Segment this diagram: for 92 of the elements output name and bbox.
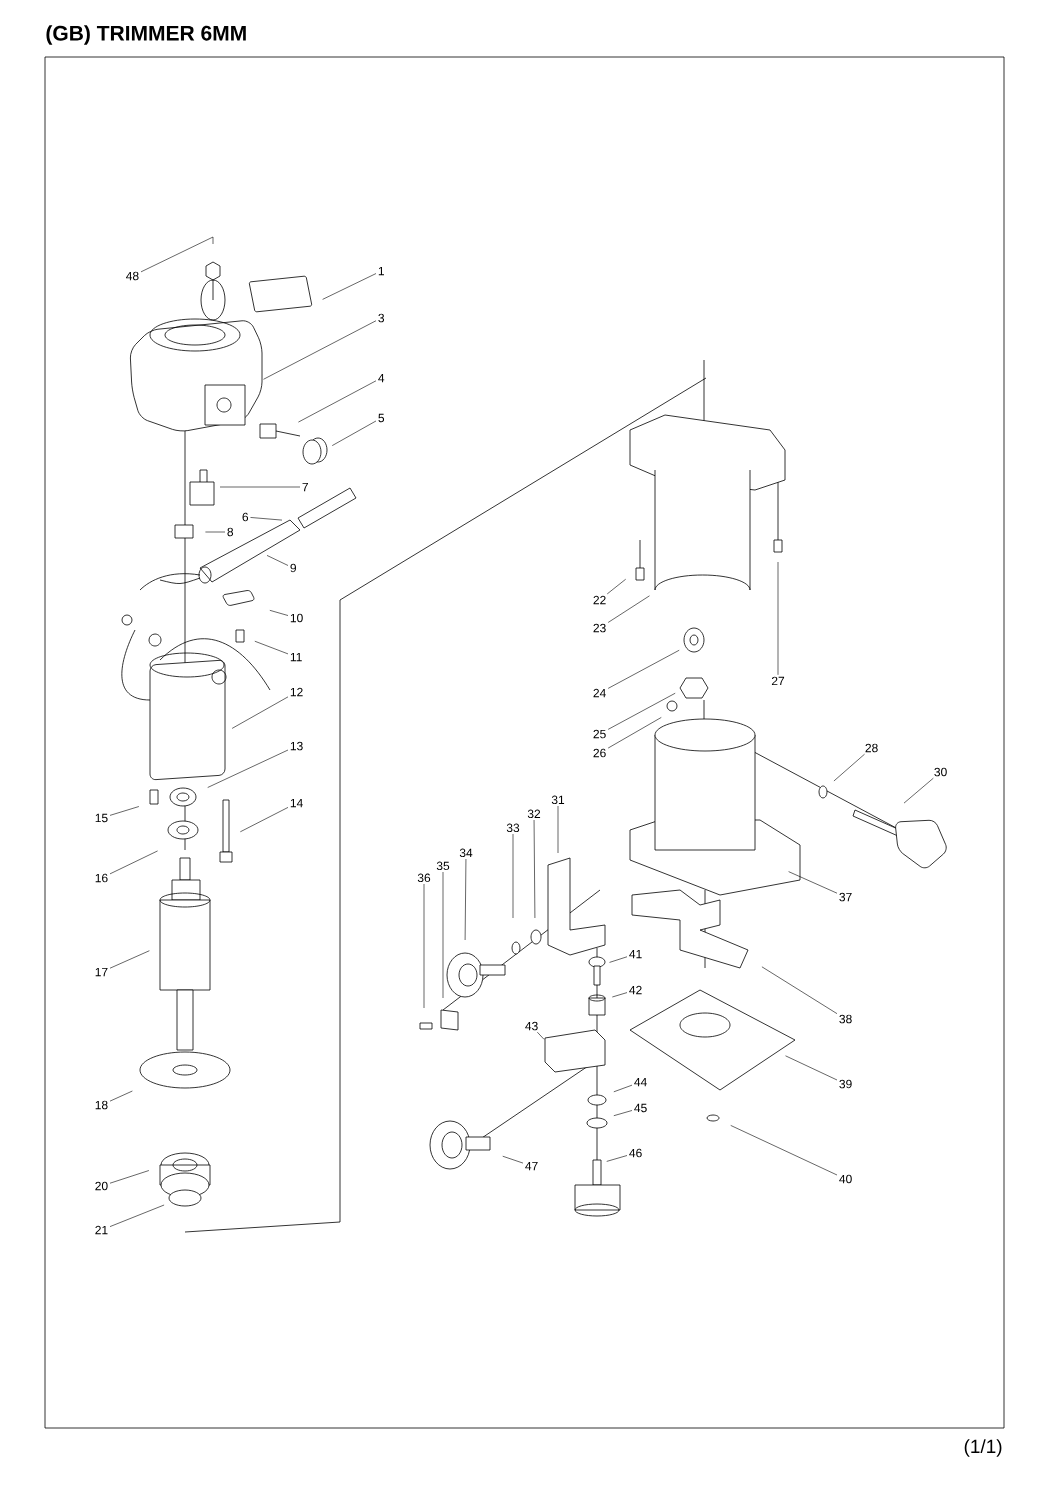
leader-line [331,420,377,446]
callout-number: 47 [525,1161,538,1171]
callout-number: 3 [378,313,385,323]
leader-line [606,578,626,595]
callout-number: 15 [95,813,108,823]
callout-number: 21 [95,1225,108,1235]
callout-number: 30 [934,767,947,777]
leader-line [761,966,838,1014]
callout-number: 40 [839,1174,852,1184]
leader-line [464,858,467,941]
callout-number: 9 [290,563,296,573]
callout-number: 12 [290,687,303,697]
callout-number: 43 [525,1021,538,1031]
callout-number: 11 [290,652,302,662]
leader-line [298,380,377,423]
callout-number: 7 [302,482,308,492]
leader-line [537,1031,545,1040]
callout-number: 42 [629,985,642,995]
leader-line [250,517,283,521]
callout-number: 18 [95,1100,108,1110]
leader-line [109,1170,150,1184]
leader-line [612,992,628,998]
callout-number: 27 [771,676,785,686]
leader-line [423,883,425,1009]
leader-line [254,640,289,655]
leader-line [263,320,377,380]
callout-number: 25 [593,729,606,739]
leader-line [557,805,559,854]
leader-line [607,649,680,689]
callout-number: 20 [95,1181,108,1191]
leader-line [785,1055,838,1081]
leader-line [730,1125,838,1176]
leader-line [833,753,865,782]
leader-line [266,555,289,566]
callout-number: 13 [290,741,303,751]
leader-line [219,486,301,488]
leader-line [240,807,289,833]
leader-line [777,561,779,676]
callout-number: 45 [634,1103,647,1113]
leader-line [109,950,150,969]
callout-number: 37 [839,892,852,902]
leader-line [231,696,289,729]
leader-line [613,1084,633,1093]
callout-number: 39 [839,1079,852,1089]
leader-line [607,595,650,623]
leader-line [322,273,377,300]
callout-number: 31 [551,795,565,805]
leader-line [109,1090,133,1102]
leader-line [607,692,676,730]
leader-line [607,717,662,749]
callout-number: 24 [593,688,606,698]
leader-line [533,819,536,919]
callout-number: 1 [378,266,384,276]
callout-number: 14 [290,798,303,808]
callout-number: 38 [839,1014,852,1024]
leader-line [207,749,289,788]
callout-number: 41 [629,949,642,959]
callout-number: 46 [629,1148,642,1158]
callout-number: 23 [593,623,606,633]
callout-number: 8 [227,527,234,537]
leader-line [606,1155,628,1162]
callout-number: 6 [242,512,249,522]
leader-line [502,1155,524,1164]
leader-line [442,871,444,999]
leader-line [205,531,226,533]
callout-number: 33 [506,823,520,833]
callout-number: 32 [527,809,541,819]
leader-line [140,236,214,273]
leader-line [613,1110,633,1116]
leader-line [609,956,628,963]
callout-number: 4 [378,373,385,383]
callout-number: 26 [593,748,606,758]
callout-number: 44 [634,1077,647,1087]
callout-number: 35 [436,861,450,871]
leader-line [788,871,838,894]
callout-number: 5 [378,413,385,423]
callout-number: 22 [593,595,606,605]
leader-line [109,850,158,875]
callout-number: 16 [95,873,108,883]
callout-number: 34 [459,848,473,858]
page-number: (1/1) [964,1439,1002,1457]
callout-number: 48 [126,271,139,281]
leader-line [109,806,140,816]
leader-line [512,833,514,919]
callout-number: 10 [290,613,303,623]
callout-number: 28 [865,743,878,753]
title: (GB) TRIMMER 6MM [46,25,246,45]
callout-number: 17 [95,967,108,977]
leader-line [269,610,289,616]
leader-line [109,1204,165,1227]
leader-line [903,777,934,804]
callout-number: 36 [417,873,431,883]
